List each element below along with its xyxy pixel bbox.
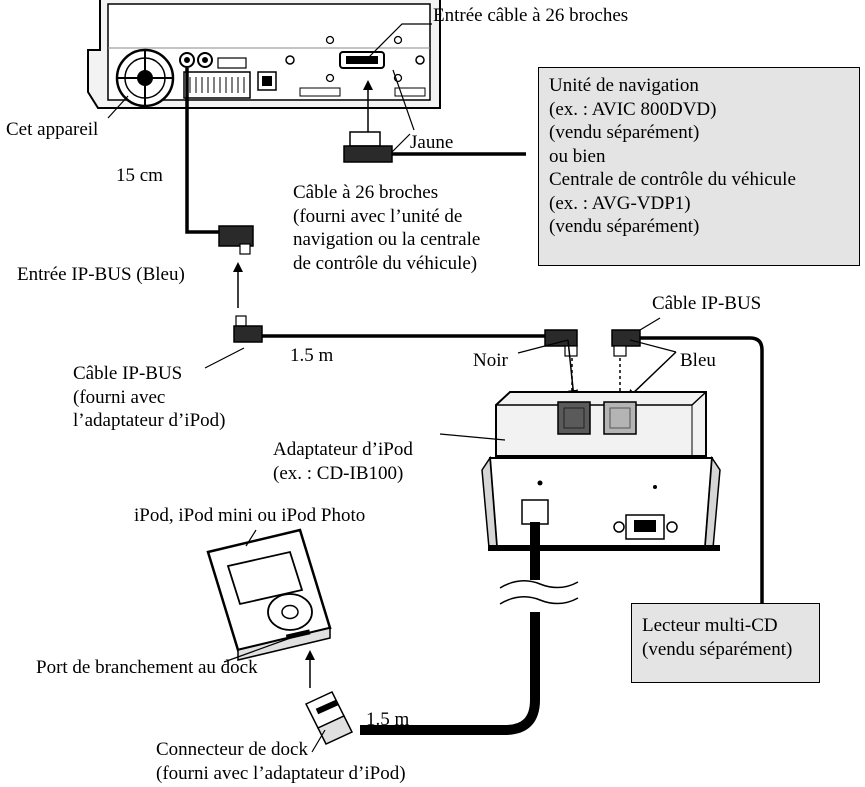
navigation-box-line: (ex. : AVG-VDP1) xyxy=(549,192,691,214)
navigation-unit-box: Unité de navigation (ex. : AVIC 800DVD) … xyxy=(538,67,860,266)
length-15cm-label: 15 cm xyxy=(116,165,163,186)
cable-26pin-label-line: de contrôle du véhicule) xyxy=(293,252,478,274)
cable-plug-icon xyxy=(233,315,263,343)
cable-plug-icon xyxy=(343,131,393,163)
cable-plug-icon xyxy=(544,329,578,357)
cd-changer-box: Lecteur multi-CD (vendu séparément) xyxy=(631,603,820,683)
dock-connector-line: Connecteur de dock xyxy=(156,739,308,760)
navigation-box-line: (ex. : AVIC 800DVD) xyxy=(549,98,717,120)
cable-26pin-label-line: Câble à 26 broches xyxy=(293,182,439,203)
cable-26pin-label-line: (fourni avec l’unité de xyxy=(293,205,463,227)
cable-plug-icon xyxy=(611,329,641,357)
ipbus-cable-supplied-line: (fourni avec xyxy=(73,386,166,408)
ipbus-input-label: Entrée IP-BUS (Bleu) xyxy=(17,264,185,285)
ipbus-cable-label: Câble IP-BUS xyxy=(652,293,762,314)
cd-changer-box-line: Lecteur multi-CD xyxy=(642,615,778,636)
length-1-5m-label: 1.5 m xyxy=(366,709,410,730)
navigation-box-line: ou bien xyxy=(549,145,606,167)
ipbus-cable-supplied-line: Câble IP-BUS xyxy=(73,363,183,384)
length-1-5m-label: 1.5 m xyxy=(290,345,334,366)
cable-26pin-label-line: navigation ou la centrale xyxy=(293,229,481,250)
input-26pin-label: Entrée câble à 26 broches xyxy=(433,5,629,26)
cable-plug-icon xyxy=(218,225,254,255)
dock-connector-line: (fourni avec l’adaptateur d’iPod) xyxy=(156,763,406,784)
head-unit-label: Cet appareil xyxy=(6,119,99,140)
dock-port-label: Port de branchement au dock xyxy=(36,657,258,678)
navigation-box-line: (vendu séparément) xyxy=(549,216,700,237)
ipod-adapter-label: Adaptateur d’iPod (ex. : CD-IB100) xyxy=(273,438,413,486)
dock-connector-icon xyxy=(304,691,354,745)
cd-changer-box-line: (vendu séparément) xyxy=(642,638,793,660)
dock-connector-label: Connecteur de dock (fourni avec l’adapta… xyxy=(156,738,406,786)
ipod-models-label: iPod, iPod mini ou iPod Photo xyxy=(134,505,366,526)
ipod-icon xyxy=(206,528,332,661)
cable-26pin-label: Câble à 26 broches (fourni avec l’unité … xyxy=(293,181,480,275)
ipod-adapter-line: (ex. : CD-IB100) xyxy=(273,463,404,484)
cooling-fan-icon xyxy=(115,48,175,108)
navigation-box-line: (vendu séparément) xyxy=(549,122,700,143)
ipbus-cable-supplied-line: l’adaptateur d’iPod) xyxy=(73,410,226,431)
ipod-adapter-line: Adaptateur d’iPod xyxy=(273,439,413,460)
head-unit-rear-icon xyxy=(87,0,441,109)
navigation-box-line: Unité de navigation xyxy=(549,75,699,96)
navigation-box-line: Centrale de contrôle du véhicule xyxy=(549,169,796,190)
ipbus-cable-supplied-label: Câble IP-BUS (fourni avec l’adaptateur d… xyxy=(73,362,225,433)
ipod-adapter-icon xyxy=(481,391,721,551)
blue-label: Bleu xyxy=(680,350,716,371)
yellow-label: Jaune xyxy=(410,132,454,153)
black-label: Noir xyxy=(473,350,508,371)
